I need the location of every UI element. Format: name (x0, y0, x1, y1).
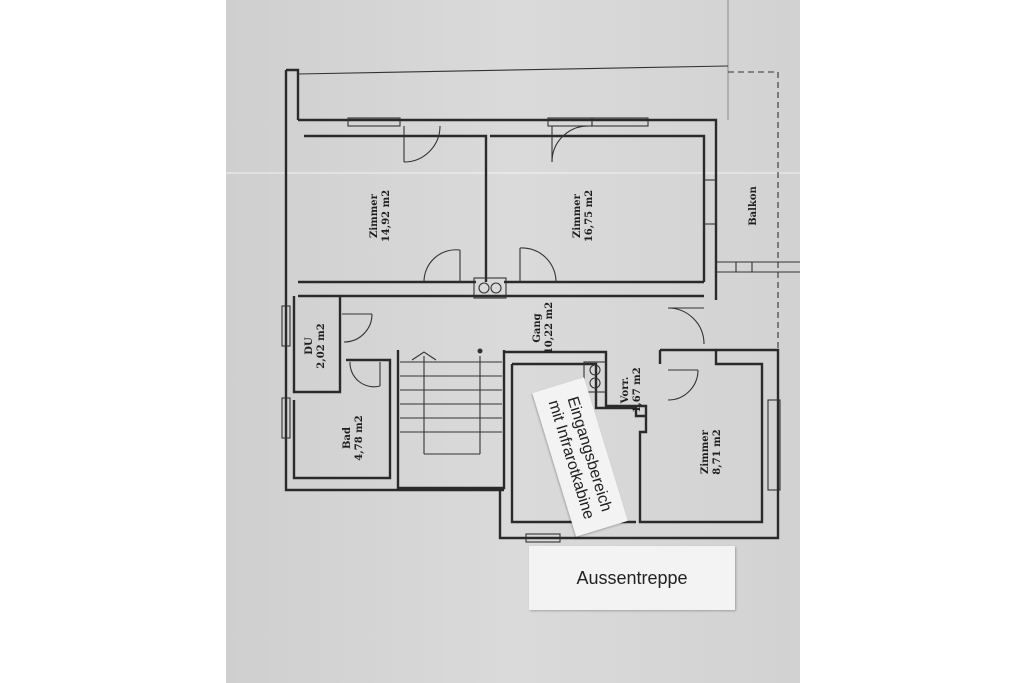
interior-walls (292, 280, 764, 524)
room-zimmer-1: Zimmer14,92 m2 (369, 190, 392, 242)
room-du: DU2,02 m2 (304, 323, 327, 368)
room-balkon: Balkon (748, 185, 759, 225)
sticker-aussentreppe: Aussentreppe (529, 546, 735, 610)
room-zimmer-2: Zimmer16,75 m2 (572, 190, 595, 242)
room-bad: Bad4,78 m2 (342, 415, 365, 460)
windows-north (281, 117, 781, 543)
chimneys (473, 277, 607, 393)
balkon-outline (286, 65, 800, 350)
staircase (400, 348, 502, 455)
outer-walls (284, 70, 780, 540)
doors (342, 125, 705, 401)
room-zimmer-3: Zimmer8,71 m2 (700, 429, 723, 474)
room-vorr: Vorr.1,67 m2 (620, 367, 643, 412)
room-gang: Gang10,22 m2 (532, 302, 555, 354)
sticker-aussentreppe-label: Aussentreppe (576, 567, 688, 588)
paper-fold (226, 172, 800, 174)
